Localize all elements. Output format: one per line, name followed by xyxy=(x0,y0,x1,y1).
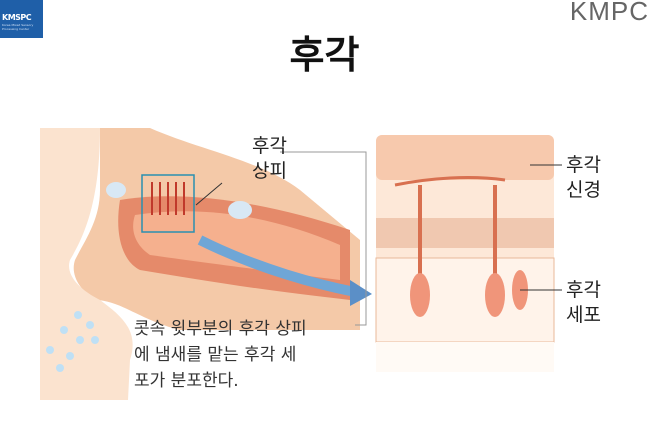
caption-line: 포가 분포한다. xyxy=(134,371,239,391)
brand-logo: KMPC xyxy=(569,0,649,26)
label-line: 후각 xyxy=(252,135,287,157)
kmspc-logo: KMSPC Korea Mixed Sensory Processing Cen… xyxy=(0,0,43,38)
epithelium-detail-panel xyxy=(375,135,555,372)
receptor-cells xyxy=(151,182,185,215)
logo-subtitle: Korea Mixed Sensory Processing Center xyxy=(2,23,34,31)
label-olfactory-nerve: 후각 신경 xyxy=(566,153,601,203)
label-line: 후각 xyxy=(566,279,601,301)
epithelium-highlight-box xyxy=(141,174,195,233)
logo-text: KMSPC xyxy=(2,13,32,22)
label-olfactory-cell: 후각 세포 xyxy=(566,278,601,328)
caption: 콧속 윗부분의 후각 상피 에 냄새를 맡는 후각 세 포가 분포한다. xyxy=(134,316,374,394)
label-line: 후각 xyxy=(566,154,601,176)
odor-particles xyxy=(46,311,99,372)
label-olfactory-epithelium: 후각 상피 xyxy=(252,134,287,184)
label-line: 상피 xyxy=(252,160,287,182)
caption-line: 콧속 윗부분의 후각 상피 xyxy=(134,319,307,339)
caption-line: 에 냄새를 맡는 후각 세 xyxy=(134,345,297,365)
zoom-arrow xyxy=(197,235,356,297)
label-line: 신경 xyxy=(566,179,601,201)
page-title: 후각 xyxy=(289,33,360,77)
label-line: 세포 xyxy=(566,304,601,326)
